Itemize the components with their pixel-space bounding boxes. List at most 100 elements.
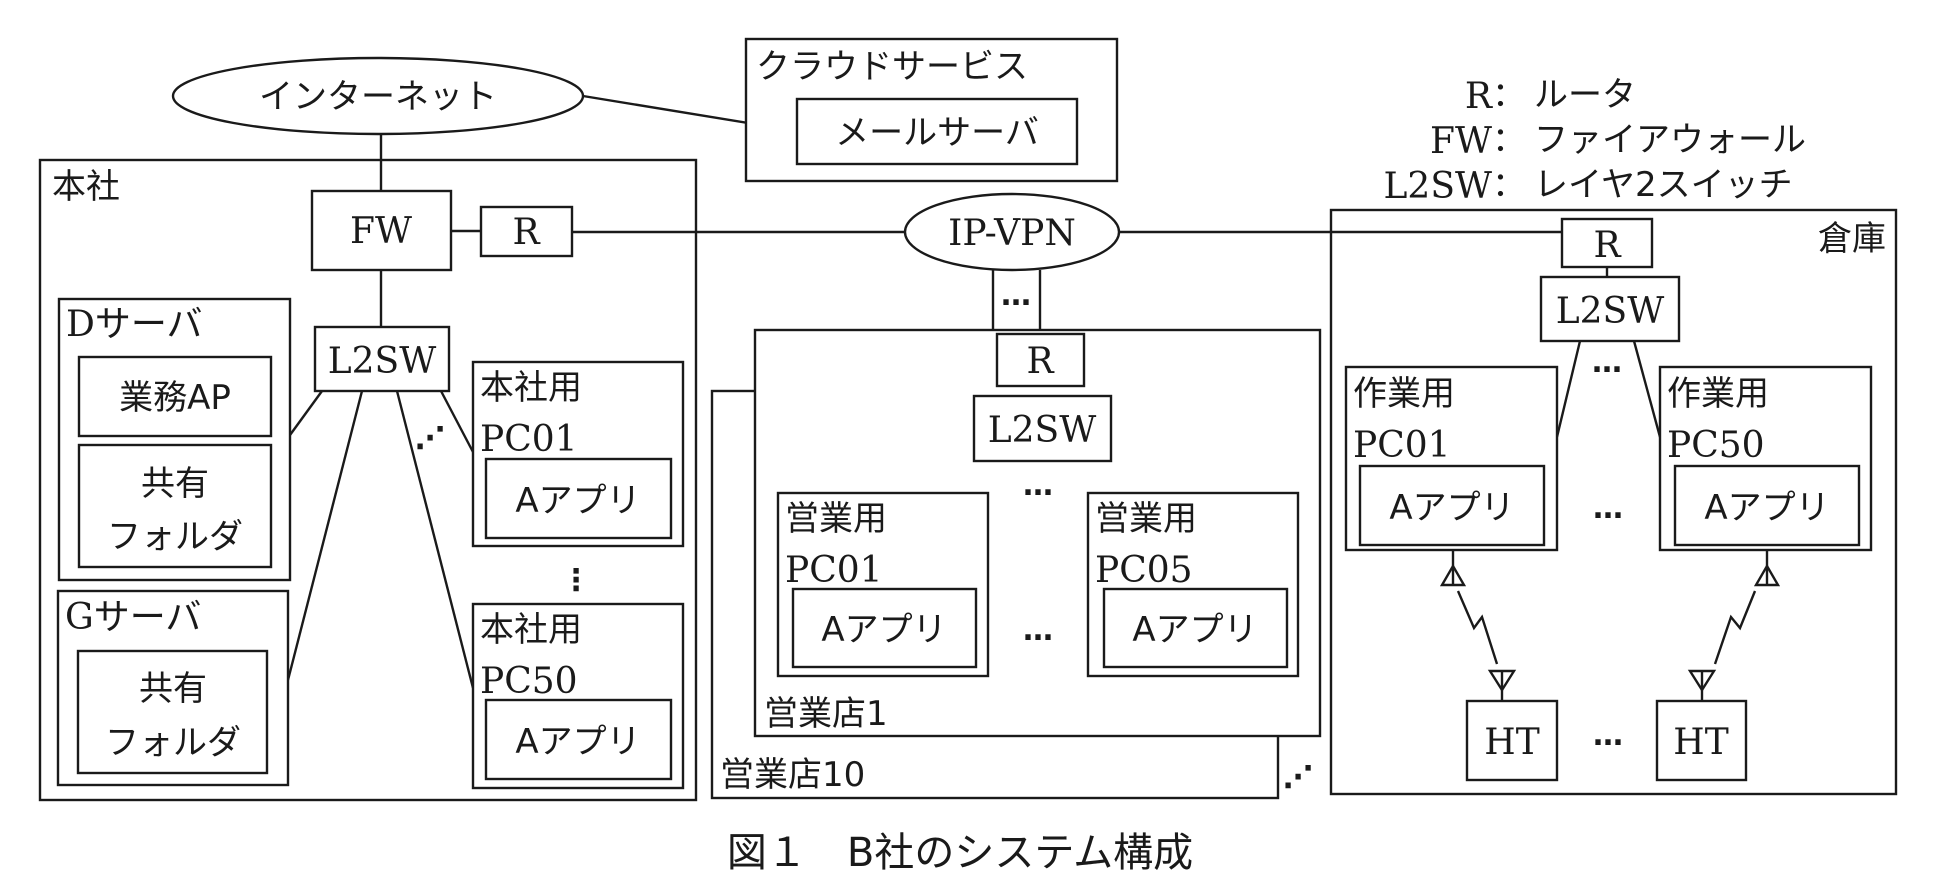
handheld-terminal-1 bbox=[1465, 699, 1559, 782]
branch-stack-ellipsis: ⋰ bbox=[1283, 760, 1313, 795]
handheld-terminal-1-label: HT bbox=[1484, 722, 1539, 763]
hq-pc01-line1: 本社用 bbox=[480, 368, 582, 408]
hq-pc50-line1: 本社用 bbox=[480, 610, 582, 650]
g-shared-folder-line2: フォルダ bbox=[105, 723, 241, 763]
hq-l2-switch-label: L2SW bbox=[328, 341, 436, 382]
warehouse-l2sw-ellipsis: … bbox=[1592, 345, 1622, 380]
hq-pc-vertical-ellipsis: ⋮ bbox=[561, 563, 591, 598]
cloud-service: クラウドサービス メールサーバ bbox=[744, 37, 1119, 183]
lightning-bolt-icon bbox=[1713, 590, 1757, 665]
work-pc01-line1: 作業用 bbox=[1353, 374, 1455, 414]
work-pc50-a-app bbox=[1673, 464, 1861, 547]
sales-pc01-a-app bbox=[791, 587, 978, 669]
sales-pc05-a-app-label: Aアプリ bbox=[1132, 610, 1257, 650]
wireless-link-pc50-ht2 bbox=[1687, 550, 1781, 701]
legend-meaning-router: ルータ bbox=[1534, 75, 1636, 115]
antenna-icon bbox=[1687, 669, 1717, 701]
sales-pc01-line2: PC01 bbox=[785, 550, 883, 591]
hq-pc01-a-app-label: Aアプリ bbox=[515, 481, 640, 521]
warehouse-label: 倉庫 bbox=[1818, 219, 1886, 259]
d-shared-folder-line1: 共有 bbox=[141, 464, 209, 504]
headquarters-box bbox=[38, 158, 698, 802]
internet-label: インターネット bbox=[259, 77, 497, 117]
branch-l2-switch bbox=[972, 394, 1113, 463]
mail-server-box bbox=[795, 97, 1079, 166]
lightning-bolt-icon bbox=[1456, 590, 1499, 665]
branch-router bbox=[995, 332, 1086, 388]
legend-meaning-fw: ファイアウォール bbox=[1534, 120, 1806, 160]
sales-pc05-line2: PC05 bbox=[1095, 550, 1193, 591]
hq-pc01-line2: PC01 bbox=[480, 419, 578, 460]
d-shared-folder-line2: フォルダ bbox=[107, 517, 243, 557]
legend-abbr-router: R bbox=[1465, 76, 1493, 117]
warehouse-l2-switch-label: L2SW bbox=[1556, 291, 1664, 332]
link-l2sw-pc50 bbox=[395, 390, 475, 689]
hq-pc50-a-app bbox=[484, 698, 673, 781]
work-pc01-a-app bbox=[1358, 464, 1546, 547]
legend-abbr-fw: FW bbox=[1430, 121, 1492, 162]
d-server-label: Dサーバ bbox=[66, 304, 203, 345]
internet-cloud: インターネット bbox=[171, 56, 585, 136]
branch-l2sw-ellipsis: … bbox=[1023, 468, 1053, 503]
mail-server-label: メールサーバ bbox=[835, 113, 1039, 153]
work-pc50-line1: 作業用 bbox=[1667, 374, 1769, 414]
link-warehouse-l2sw-pc50 bbox=[1632, 340, 1662, 438]
ipvpn-label: IP-VPN bbox=[948, 213, 1076, 254]
headquarters-label: 本社 bbox=[52, 167, 120, 207]
sales-pc01-a-app-label: Aアプリ bbox=[821, 610, 946, 650]
g-shared-folder-line1: 共有 bbox=[139, 669, 207, 709]
warehouse: 倉庫 R L2SW … 作業用 PC01 Aアプリ … 作業用 PC50 Aアプ… bbox=[1329, 208, 1898, 796]
legend-sep-l2sw: ： bbox=[1492, 165, 1526, 205]
link-l2sw-dserver bbox=[289, 390, 323, 436]
sales-pc05-line1: 営業用 bbox=[1095, 499, 1197, 539]
ipvpn-network: IP-VPN … bbox=[903, 192, 1121, 313]
sales-pc-ellipsis: … bbox=[1023, 613, 1053, 648]
branch10-label: 営業店10 bbox=[720, 755, 865, 795]
sales-pc05-a-app bbox=[1102, 587, 1289, 669]
warehouse-router bbox=[1560, 217, 1654, 269]
sales-pc01-line1: 営業用 bbox=[785, 499, 887, 539]
legend-abbr-l2sw: L2SW bbox=[1384, 166, 1492, 207]
branch-router-label: R bbox=[1026, 341, 1054, 382]
work-pc50-a-app-label: Aアプリ bbox=[1704, 488, 1829, 528]
hq-router bbox=[479, 205, 574, 258]
g-server-shared-folder bbox=[76, 649, 269, 775]
figure-caption: 図１ B社のシステム構成 bbox=[727, 830, 1193, 876]
hq-pc01-a-app bbox=[484, 457, 673, 540]
link-warehouse-l2sw-pc01 bbox=[1555, 340, 1582, 438]
work-pc01-line2: PC01 bbox=[1353, 425, 1451, 466]
legend: R ： ルータ FW ： ファイアウォール L2SW ： レイヤ2スイッチ bbox=[1384, 75, 1806, 207]
antenna-icon bbox=[1439, 550, 1467, 587]
hq-router-label: R bbox=[512, 212, 540, 253]
d-server-shared-folder bbox=[77, 443, 273, 569]
hq-pc50-line2: PC50 bbox=[480, 661, 578, 702]
work-pc-ellipsis: … bbox=[1593, 491, 1623, 526]
legend-sep-fw: ： bbox=[1492, 120, 1526, 160]
warehouse-l2-switch bbox=[1539, 275, 1681, 343]
hq-firewall-label: FW bbox=[350, 211, 412, 252]
handheld-terminal-2 bbox=[1655, 699, 1748, 782]
hq-pc50-a-app-label: Aアプリ bbox=[515, 722, 640, 762]
antenna-icon bbox=[1753, 550, 1781, 587]
legend-sep-router: ： bbox=[1492, 75, 1526, 115]
cloud-service-label: クラウドサービス bbox=[756, 47, 1028, 87]
business-ap-box bbox=[77, 355, 273, 438]
antenna-icon bbox=[1487, 669, 1517, 701]
warehouse-router-label: R bbox=[1593, 225, 1621, 266]
ipvpn-branch-ellipsis: … bbox=[1001, 278, 1031, 313]
work-pc01-a-app-label: Aアプリ bbox=[1389, 488, 1514, 528]
branch-l2-switch-label: L2SW bbox=[988, 410, 1096, 451]
warehouse-box bbox=[1329, 208, 1898, 796]
branch1-label: 営業店1 bbox=[764, 694, 888, 734]
business-ap-label: 業務AP bbox=[119, 378, 231, 418]
g-server-label: Gサーバ bbox=[65, 597, 201, 638]
branches: 営業店10 ⋰ 営業店1 R L2SW … 営業用 PC01 Aアプリ … 営業… bbox=[710, 328, 1322, 800]
handheld-ellipsis: … bbox=[1593, 718, 1623, 753]
hq-link-diagonal-ellipsis: ⋰ bbox=[415, 421, 445, 456]
legend-meaning-l2sw: レイヤ2スイッチ bbox=[1534, 165, 1793, 205]
ipvpn-ellipse bbox=[903, 192, 1121, 272]
headquarters: 本社 FW R L2SW Dサーバ 業務AP 共有 フォルダ Gサーバ 共有 フ… bbox=[38, 158, 698, 802]
handheld-terminal-2-label: HT bbox=[1673, 722, 1728, 763]
hq-l2-switch bbox=[313, 325, 451, 393]
